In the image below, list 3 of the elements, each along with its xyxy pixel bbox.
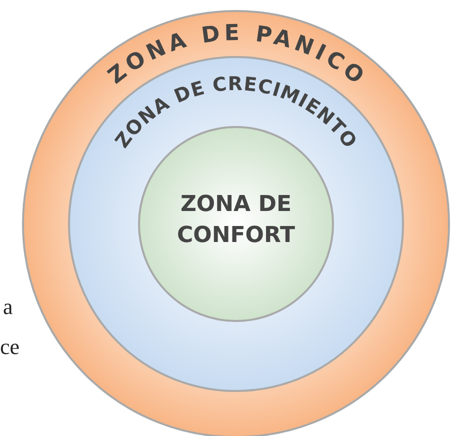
text-fragment: ce xyxy=(0,336,20,358)
text-fragment: a xyxy=(3,296,13,318)
zone-label: ZONA DE CONFORT xyxy=(176,191,296,250)
